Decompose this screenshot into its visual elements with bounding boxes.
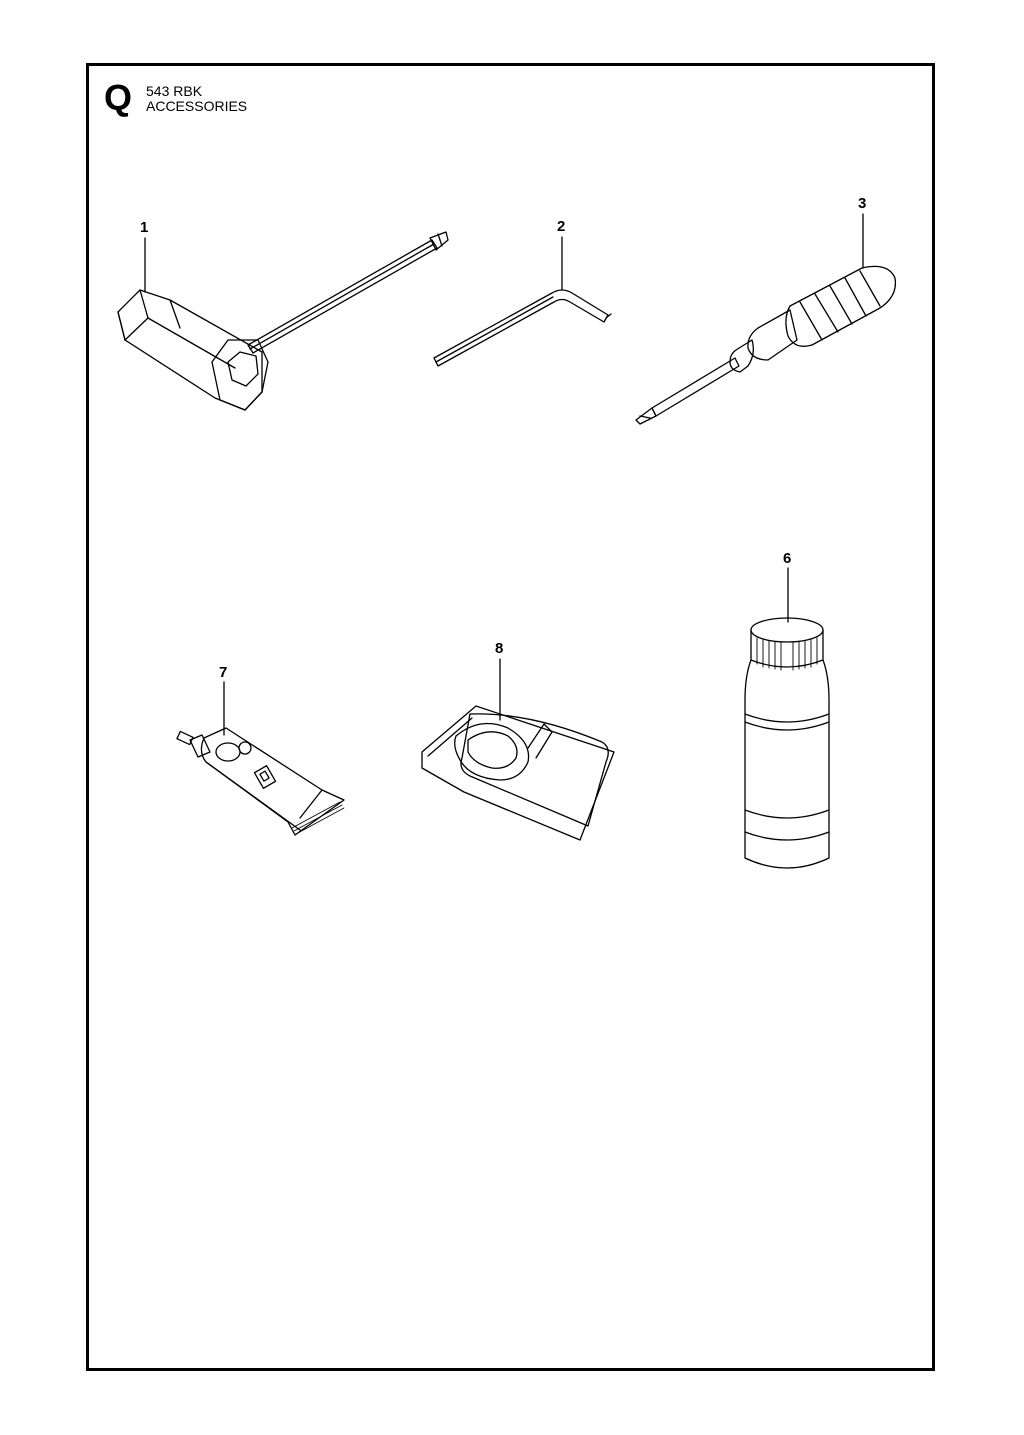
callout-number-1: 1	[140, 219, 148, 236]
screwdriver-icon: 3	[635, 195, 897, 425]
callout-number-3: 3	[858, 195, 866, 212]
grease-tube-icon: 7	[176, 664, 345, 836]
harness-bag-icon: 8	[421, 640, 615, 841]
diagram-frame	[86, 63, 935, 1371]
callout-number-2: 2	[557, 218, 565, 235]
model-name: 543 RBK	[146, 83, 203, 99]
hex-key-icon: 2	[433, 218, 612, 367]
oil-bottle-icon: 6	[744, 550, 830, 869]
section-letter: Q	[104, 77, 133, 118]
callout-number-7: 7	[219, 664, 227, 681]
callout-number-8: 8	[495, 640, 503, 657]
callout-number-6: 6	[783, 550, 791, 567]
section-title: ACCESSORIES	[146, 98, 248, 114]
combination-spanner-icon: 1	[117, 219, 449, 411]
